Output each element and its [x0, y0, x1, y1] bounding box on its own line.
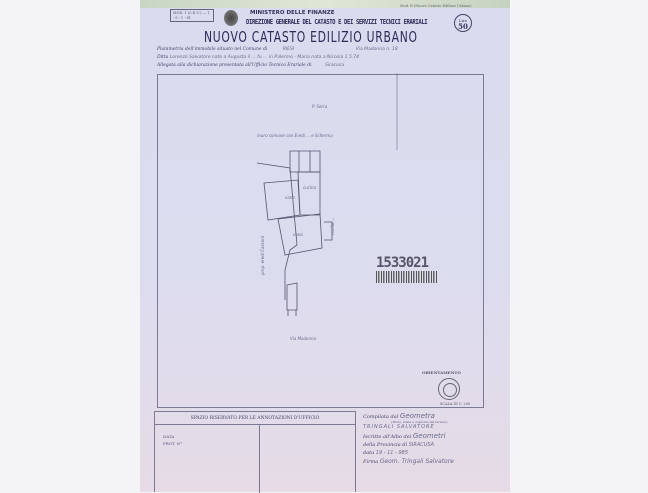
- ministry: MINISTERO DELLE FINANZE: [250, 10, 335, 16]
- room-2-label: vano: [293, 232, 303, 237]
- prot-label: PROT. N°: [163, 441, 183, 446]
- label-street: Via Madonna: [290, 336, 316, 341]
- republic-emblem-icon: [224, 10, 238, 26]
- form-line-location: Planimetria dell'immobile situato nel Co…: [157, 47, 398, 52]
- data-label: DATA: [163, 434, 175, 439]
- barcode: [376, 271, 437, 283]
- compiler-section: Compilata dal Geometra (Titolo, nome e c…: [363, 412, 503, 465]
- office-box-header: SPAZIO RISERVATO PER LE ANNOTAZIONI D'UF…: [155, 412, 355, 425]
- label-right: cortile ...: [330, 217, 335, 235]
- room-left-strip: [256, 162, 298, 300]
- room-vano-1: [263, 179, 301, 221]
- top-right-note: Mod. B (Nuovo Catasto Edilizio Urbano): [400, 4, 472, 8]
- label-left: prop. eredi Cassarà: [260, 235, 265, 275]
- street-access: [287, 310, 297, 316]
- label-north: P. Serra: [312, 104, 328, 109]
- direction: DIREZIONE GENERALE DEL CATASTO E DEI SER…: [246, 18, 428, 26]
- label-boundary: muro comune con Eredi ... e Scherma: [257, 133, 333, 138]
- document-title: NUOVO CATASTO EDILIZIO URBANO: [204, 28, 418, 46]
- room-1-label: vano: [285, 195, 295, 200]
- form-line-office: Allegata alla dichiarazione presentata a…: [157, 63, 345, 68]
- barcode-number: 1533021: [376, 255, 429, 271]
- form-stamp: MOD. 1 (C.E.U.) — 1 - 5 - 1 - 81: [170, 9, 214, 22]
- office-box-divider: [259, 425, 260, 493]
- province: della Provincia di SIRACUSA: [363, 442, 434, 448]
- room-bottom: [286, 282, 298, 311]
- room-3-label: cucina: [303, 185, 317, 190]
- floor-plan: [256, 73, 398, 316]
- signature: Firma Geom. Tringali Salvatore: [363, 458, 454, 465]
- top-edge: [140, 0, 510, 8]
- fee-label: Lire: [458, 18, 468, 23]
- compiler-name: TRINGALI SALVATORE: [363, 424, 435, 430]
- compass-icon: [438, 378, 460, 400]
- compiled-hint: (Titolo, nome e cognome del tecnico): [391, 420, 448, 424]
- plan-frame: [157, 74, 484, 408]
- room-cucina: [297, 171, 321, 216]
- room-entrance: [324, 221, 333, 241]
- room-top: [289, 150, 321, 173]
- orientation-label: ORIENTAMENTO: [422, 370, 461, 375]
- albo: Iscritto all'Albo dei Geometri: [363, 432, 446, 440]
- scale-label: SCALA DI 1: 200: [440, 402, 471, 406]
- fee-value: 50: [458, 22, 468, 31]
- office-annotation-box: SPAZIO RISERVATO PER LE ANNOTAZIONI D'UF…: [154, 411, 356, 493]
- room-vano-2: [277, 213, 323, 256]
- date: data 19 - 11 - 985: [363, 450, 408, 456]
- form-line-owner: Ditta Lorenzo Salvatore nato a Augusta i…: [157, 55, 359, 60]
- compiled-by: Compilata dal Geometra: [363, 412, 435, 420]
- cadastral-document: MOD. 1 (C.E.U.) — 1 - 5 - 1 - 81 Mod. B …: [140, 0, 510, 493]
